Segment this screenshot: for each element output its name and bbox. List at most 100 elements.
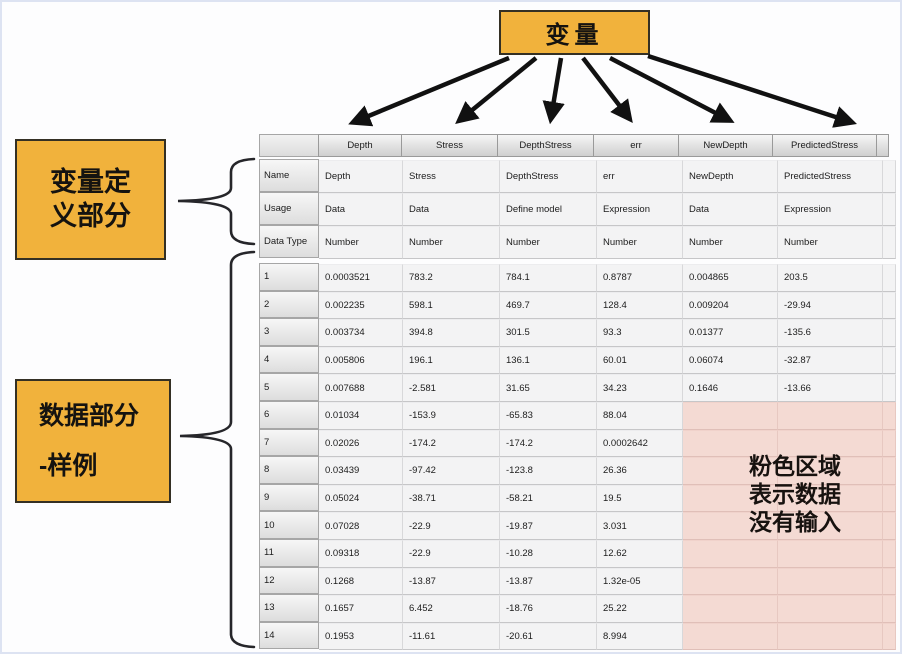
pink-note-line2: 表示数据 [749,481,841,508]
brace-data-section [179,250,256,649]
definition-cell: Number [500,226,597,259]
data-cell: 8.994 [597,622,683,651]
data-cell: 26.36 [597,457,683,485]
definition-cell: Number [319,226,403,259]
data-cell: -13.87 [403,567,500,596]
data-cell [883,319,896,347]
row-number: 3 [259,318,319,346]
data-cell: -65.83 [500,401,597,430]
row-number: 1 [259,263,319,291]
data-cell: 0.002235 [319,291,403,320]
row-header-usage: Usage [259,192,319,225]
data-cell: 88.04 [597,401,683,430]
data-cell: 0.09318 [319,539,403,568]
empty-pink-cell [778,595,883,623]
data-cell: 25.22 [597,595,683,623]
empty-pink-cell [778,429,883,458]
definition-cell: Number [597,226,683,259]
row-number: 14 [259,621,319,650]
data-cell: 0.07028 [319,512,403,540]
data-cell: 31.65 [500,374,597,402]
data-cell [883,346,896,375]
definition-cell [883,160,896,193]
empty-pink-cell [778,622,883,651]
row-number: 4 [259,345,319,374]
data-cell: -123.8 [500,457,597,485]
empty-pink-cell [683,595,778,623]
row-number: 12 [259,566,319,595]
data-cell: -11.61 [403,622,500,651]
empty-pink-cell [883,567,896,596]
data-cell: 0.06074 [683,346,778,375]
data-cell: 0.03439 [319,457,403,485]
brace-definition-section [177,157,256,246]
empty-pink-cell [883,484,896,513]
data-cell: 203.5 [778,264,883,292]
column-header-stress: Stress [401,134,498,157]
definition-label-line1: 变量定 [50,166,131,197]
data-label-line2: -样例 [39,452,98,480]
definition-cell: NewDepth [683,160,778,193]
empty-pink-cell [683,484,778,513]
empty-pink-cell [778,567,883,596]
row-header-name: Name [259,159,319,192]
data-cell: 12.62 [597,539,683,568]
data-section-label-box: 数据部分 -样例 [15,379,171,503]
data-cell: 128.4 [597,291,683,320]
definition-cell: Number [683,226,778,259]
empty-pink-cell [778,401,883,430]
data-cell [883,264,896,292]
data-cell: 0.0003521 [319,264,403,292]
data-cell: -29.94 [778,291,883,320]
data-cell: -13.66 [778,374,883,402]
data-cell: 0.009204 [683,291,778,320]
empty-pink-cell [778,484,883,513]
empty-pink-cell [683,457,778,485]
pink-note-line1: 粉色区域 [749,453,841,479]
data-cell: 0.1646 [683,374,778,402]
data-cell: 0.1657 [319,595,403,623]
variable-title-label: 变量 [545,22,604,49]
data-cell: 0.02026 [319,429,403,458]
row-number: 10 [259,511,319,539]
definition-cell [883,226,896,259]
data-cell: 783.2 [403,264,500,292]
data-cell: -18.76 [500,595,597,623]
data-cell: -19.87 [500,512,597,540]
data-cell: 60.01 [597,346,683,375]
data-cell: 3.031 [597,512,683,540]
data-cell: -97.42 [403,457,500,485]
empty-pink-cell [883,401,896,430]
data-cell: -20.61 [500,622,597,651]
definition-cell: Number [403,226,500,259]
empty-pink-cell [683,567,778,596]
definition-cell: Expression [778,193,883,226]
data-cell: 0.005806 [319,346,403,375]
arrow-to-newdepth-column [608,56,735,123]
data-cell: 0.01034 [319,401,403,430]
definition-cell: err [597,160,683,193]
data-label-line1: 数据部分 [39,402,140,430]
data-cell: 0.1268 [319,567,403,596]
row-header-data-type: Data Type [259,225,319,258]
empty-pink-cell [778,457,883,485]
empty-pink-cell [683,401,778,430]
row-number: 6 [259,400,319,429]
empty-pink-cell [778,539,883,568]
data-cell: -38.71 [403,484,500,513]
data-cell: 0.05024 [319,484,403,513]
definition-cell: Data [319,193,403,226]
row-number: 9 [259,483,319,512]
row-number: 5 [259,373,319,401]
data-cell: 34.23 [597,374,683,402]
data-cell: -58.21 [500,484,597,513]
data-cell: -174.2 [403,429,500,458]
